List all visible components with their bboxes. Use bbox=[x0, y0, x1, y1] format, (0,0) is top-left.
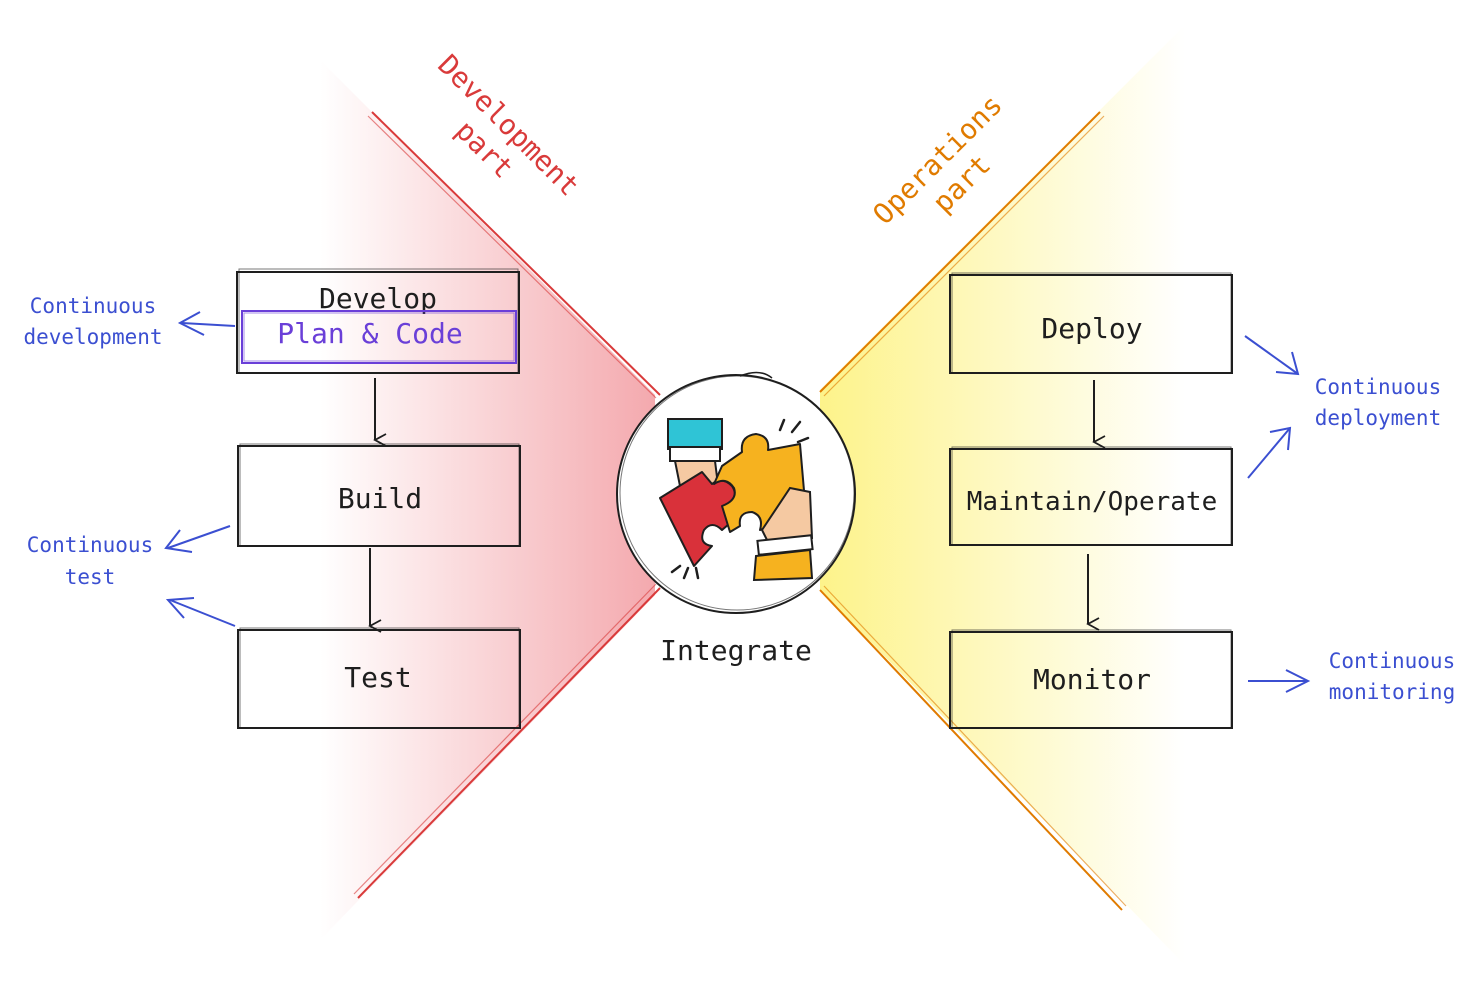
maintain-box: Maintain/Operate bbox=[949, 446, 1233, 546]
development-edge-top bbox=[371, 111, 661, 396]
arrow-continuous-test-1 bbox=[164, 525, 231, 553]
continuous-monitoring-label-1: Continuous bbox=[1329, 649, 1455, 673]
build-label: Build bbox=[338, 482, 422, 515]
svg-text:Operations: Operations bbox=[866, 88, 1009, 231]
arrow-continuous-deployment-1 bbox=[1244, 335, 1300, 376]
operations-wedge bbox=[820, 25, 1185, 965]
continuous-deployment-label-2: deployment bbox=[1315, 406, 1441, 430]
continuous-development-label-2: development bbox=[23, 325, 162, 349]
deploy-label: Deploy bbox=[1041, 312, 1142, 345]
plan-code-label: Plan & Code bbox=[277, 317, 462, 350]
puzzle-hands-icon bbox=[659, 418, 814, 582]
integrate-label: Integrate bbox=[660, 634, 812, 667]
arrow-continuous-development bbox=[177, 311, 236, 336]
deploy-box: Deploy bbox=[949, 272, 1233, 374]
continuous-test-label-1: Continuous bbox=[27, 533, 153, 557]
test-label: Test bbox=[344, 661, 411, 694]
develop-box: Develop Plan & Code bbox=[236, 268, 520, 374]
continuous-test-label-2: test bbox=[65, 565, 116, 589]
development-edge-bottom bbox=[357, 587, 661, 899]
arrow-continuous-deployment-2 bbox=[1247, 426, 1292, 479]
maintain-label: Maintain/Operate bbox=[967, 487, 1217, 517]
continuous-development-label-1: Continuous bbox=[30, 294, 156, 318]
arrow-continuous-test-2 bbox=[165, 597, 236, 627]
develop-label: Develop bbox=[319, 282, 437, 315]
development-wedge bbox=[320, 60, 655, 940]
monitor-label: Monitor bbox=[1033, 663, 1151, 696]
svg-text:Development: Development bbox=[431, 48, 585, 202]
arrow-continuous-monitoring bbox=[1248, 669, 1311, 693]
plan-code-box bbox=[241, 310, 517, 364]
continuous-monitoring-label-2: monitoring bbox=[1329, 680, 1455, 704]
continuous-deployment-label-1: Continuous bbox=[1315, 375, 1441, 399]
operations-edge-bottom bbox=[819, 589, 1123, 911]
build-box: Build bbox=[237, 443, 521, 547]
operations-edge-top bbox=[819, 111, 1101, 393]
